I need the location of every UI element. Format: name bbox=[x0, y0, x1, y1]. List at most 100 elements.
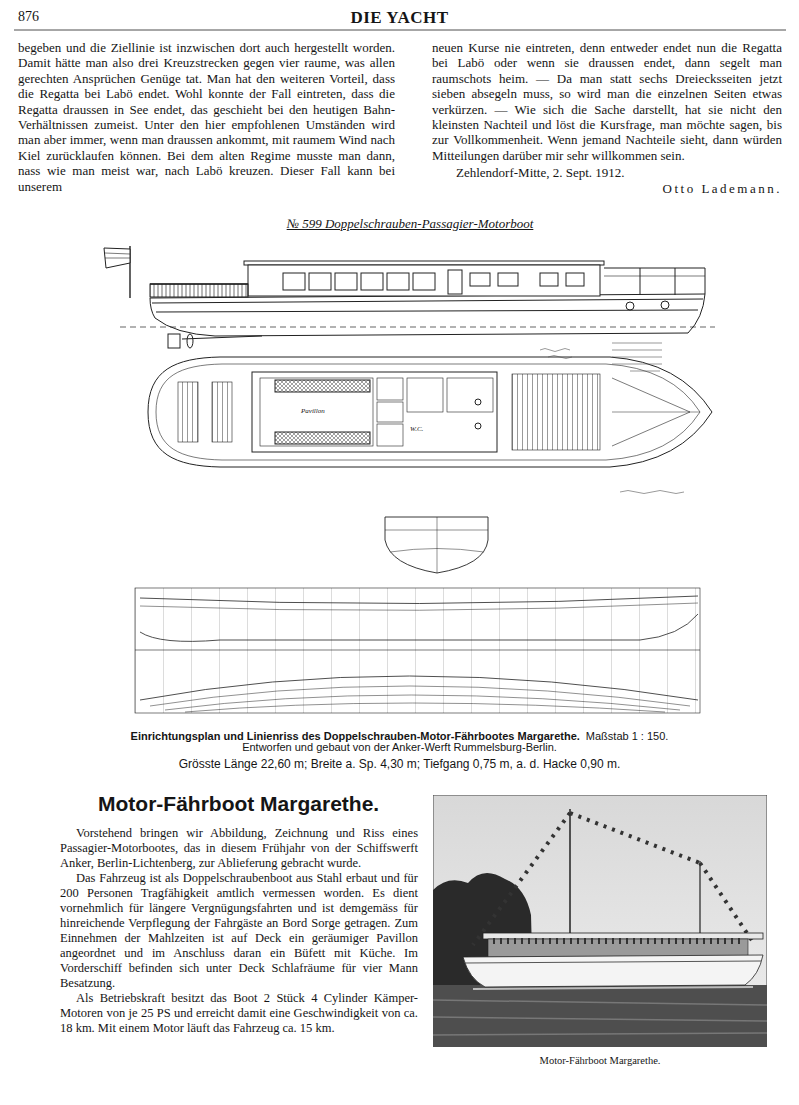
photograph bbox=[570, 813, 700, 863]
text-column: neuen Kurse nie eintreten, denn entweder… bbox=[432, 40, 782, 196]
lines-plan bbox=[135, 588, 700, 713]
side-view bbox=[150, 283, 248, 284]
plan-view bbox=[178, 382, 198, 442]
plan-view bbox=[475, 423, 481, 429]
side-view bbox=[604, 267, 705, 268]
side-view bbox=[705, 268, 706, 294]
side-view bbox=[152, 299, 703, 303]
side-view bbox=[283, 273, 305, 290]
plan-view bbox=[377, 378, 403, 400]
body-text: Als Betriebskraft besitzt das Boot 2 Stü… bbox=[60, 991, 418, 1036]
side-view bbox=[675, 268, 676, 295]
room-label: Pavillon bbox=[300, 407, 326, 415]
page-number: 876 bbox=[18, 9, 78, 25]
lines-plan bbox=[135, 588, 700, 713]
article-heading: Motor-Fährboot Margarethe. bbox=[98, 792, 379, 816]
dimensions-note: Grösste Länge 22,60 m; Breite a. Sp. 4,3… bbox=[0, 757, 799, 771]
photograph bbox=[699, 861, 700, 945]
plan-view bbox=[275, 432, 370, 444]
photograph bbox=[483, 933, 763, 939]
side-view bbox=[156, 310, 698, 312]
photograph bbox=[463, 955, 763, 987]
plan-view bbox=[447, 378, 493, 412]
body-text: Vorstehend bringen wir Abbildung, Zeichn… bbox=[60, 826, 418, 871]
plan-view bbox=[260, 378, 373, 446]
side-view bbox=[604, 276, 705, 277]
photo-frame: Motor-Fährboot Margarethe. bbox=[433, 795, 767, 1068]
photograph bbox=[465, 961, 761, 963]
photograph bbox=[488, 939, 748, 957]
photo-caption: Motor-Fährboot Margarethe. bbox=[433, 1055, 767, 1068]
side-view bbox=[335, 273, 357, 290]
drawing-title: № 599 Doppelschrauben-Passagier-Motorboo… bbox=[240, 216, 580, 232]
side-view bbox=[168, 334, 180, 348]
figure-caption: Einrichtungsplan und Linienriss des Dopp… bbox=[131, 730, 580, 742]
lines-plan bbox=[140, 603, 698, 610]
cross-section bbox=[437, 517, 438, 573]
lines-plan bbox=[135, 650, 700, 651]
side-view bbox=[640, 268, 641, 295]
plan-view bbox=[475, 399, 481, 405]
side-view bbox=[626, 302, 634, 310]
photograph bbox=[433, 985, 767, 1047]
cross-section bbox=[385, 517, 488, 573]
plan-view bbox=[252, 372, 497, 452]
article-column: Vorstehend bringen wir Abbildung, Zeichn… bbox=[60, 826, 418, 1036]
side-view bbox=[120, 327, 715, 328]
room-label: W.C. bbox=[409, 425, 424, 433]
side-view bbox=[104, 248, 130, 268]
scale-note: Maßstab 1 : 150. bbox=[586, 730, 669, 742]
side-view bbox=[566, 273, 584, 286]
header-rule bbox=[14, 30, 786, 31]
photograph bbox=[493, 938, 743, 944]
lines-plan bbox=[185, 703, 665, 712]
scribbled-notes bbox=[540, 349, 572, 359]
scribbled-notes bbox=[620, 491, 684, 494]
place-date: Zehlendorf-Mitte, 2. Sept. 1912. bbox=[432, 165, 782, 180]
body-text: Das Fahrzeug ist als Doppelschraubenboot… bbox=[60, 871, 418, 991]
plan-view bbox=[148, 357, 712, 467]
scribbled-notes bbox=[540, 343, 684, 494]
side-view bbox=[387, 273, 409, 290]
running-head: DIE YACHT bbox=[0, 8, 799, 28]
photograph bbox=[433, 1000, 767, 1035]
lines-plan bbox=[140, 614, 698, 641]
side-view bbox=[104, 246, 715, 348]
photograph bbox=[569, 809, 571, 945]
side-view bbox=[470, 273, 490, 286]
side-view bbox=[540, 273, 558, 286]
text-column: begeben und die Ziellinie ist inzwischen… bbox=[18, 40, 395, 194]
body-text: begeben und die Ziellinie ist inzwischen… bbox=[18, 40, 395, 194]
side-view bbox=[150, 284, 248, 297]
side-view bbox=[150, 294, 705, 336]
side-view bbox=[498, 273, 518, 286]
plan-view bbox=[377, 424, 403, 446]
side-view bbox=[661, 301, 669, 309]
side-view bbox=[105, 253, 130, 258]
plan-view bbox=[512, 374, 600, 450]
plan-view bbox=[156, 364, 700, 460]
plan-view bbox=[407, 378, 443, 412]
photograph bbox=[433, 795, 767, 1047]
scribbled-notes bbox=[612, 343, 662, 371]
photograph bbox=[433, 795, 767, 1047]
body-text: neuen Kurse nie eintreten, denn entweder… bbox=[432, 40, 782, 163]
plan-view bbox=[612, 412, 700, 413]
lines-plan bbox=[140, 676, 698, 700]
side-view bbox=[182, 336, 262, 339]
plan-view bbox=[377, 402, 403, 422]
plan-view bbox=[212, 382, 232, 442]
side-view bbox=[244, 261, 604, 265]
cross-section bbox=[385, 530, 488, 552]
author-signature: Otto Lademann. bbox=[432, 181, 782, 196]
header-rule bbox=[14, 30, 786, 31]
plan-view bbox=[148, 357, 712, 467]
lines-plan bbox=[140, 596, 698, 604]
photograph bbox=[473, 987, 753, 989]
photograph bbox=[473, 813, 570, 945]
side-view bbox=[361, 273, 383, 290]
cross-section bbox=[385, 517, 488, 573]
side-view bbox=[448, 270, 462, 294]
side-view bbox=[187, 334, 193, 348]
